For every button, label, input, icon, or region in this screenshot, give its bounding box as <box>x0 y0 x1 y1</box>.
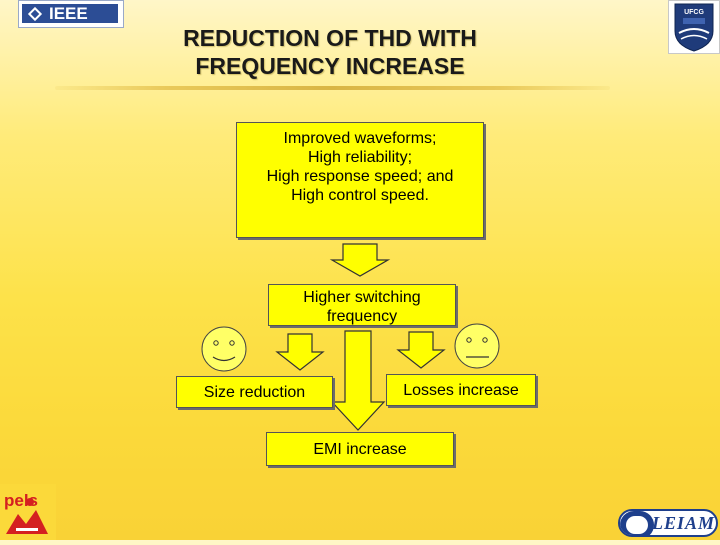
switching-line-1: Higher switching <box>303 289 421 306</box>
arrow-down-right <box>396 331 446 369</box>
happy-face-icon <box>201 326 247 372</box>
benefits-box: Improved waveforms; High reliability; Hi… <box>236 122 484 238</box>
emi-increase-box: EMI increase <box>266 432 454 466</box>
leiam-logo: LEIAM <box>610 505 720 540</box>
pels-logo: pels <box>0 484 56 540</box>
benefits-line-2: High reliability; <box>307 149 413 166</box>
slide-title: REDUCTION OF THD WITH FREQUENCY INCREASE <box>120 24 540 80</box>
arrow-down-top <box>329 243 391 277</box>
arrow-down-left <box>275 333 325 371</box>
neutral-face-icon <box>454 323 500 369</box>
leiam-ring-icon <box>620 511 654 535</box>
losses-increase-label: Losses increase <box>403 382 519 399</box>
title-line-1: REDUCTION OF THD WITH <box>183 25 477 51</box>
emi-increase-label: EMI increase <box>313 441 407 458</box>
title-line-2: FREQUENCY INCREASE <box>195 53 465 79</box>
losses-increase-box: Losses increase <box>386 374 536 406</box>
arrow-down-center <box>330 330 386 431</box>
leiam-logo-text: LEIAM <box>652 513 716 533</box>
size-reduction-label: Size reduction <box>203 384 306 401</box>
ieee-logo-text: IEEE <box>49 3 88 23</box>
benefits-line-4: High control speed. <box>291 187 429 204</box>
benefits-line-3: High response speed; and <box>266 168 454 185</box>
ieee-logo: IEEE <box>18 0 124 28</box>
switching-frequency-box: Higher switching frequency <box>268 284 456 326</box>
benefits-line-1: Improved waveforms; <box>283 130 437 147</box>
size-reduction-box: Size reduction <box>176 376 333 408</box>
switching-line-2: frequency <box>326 308 398 325</box>
title-underline <box>55 86 610 90</box>
ufcg-logo-text: UFCG <box>684 9 704 16</box>
